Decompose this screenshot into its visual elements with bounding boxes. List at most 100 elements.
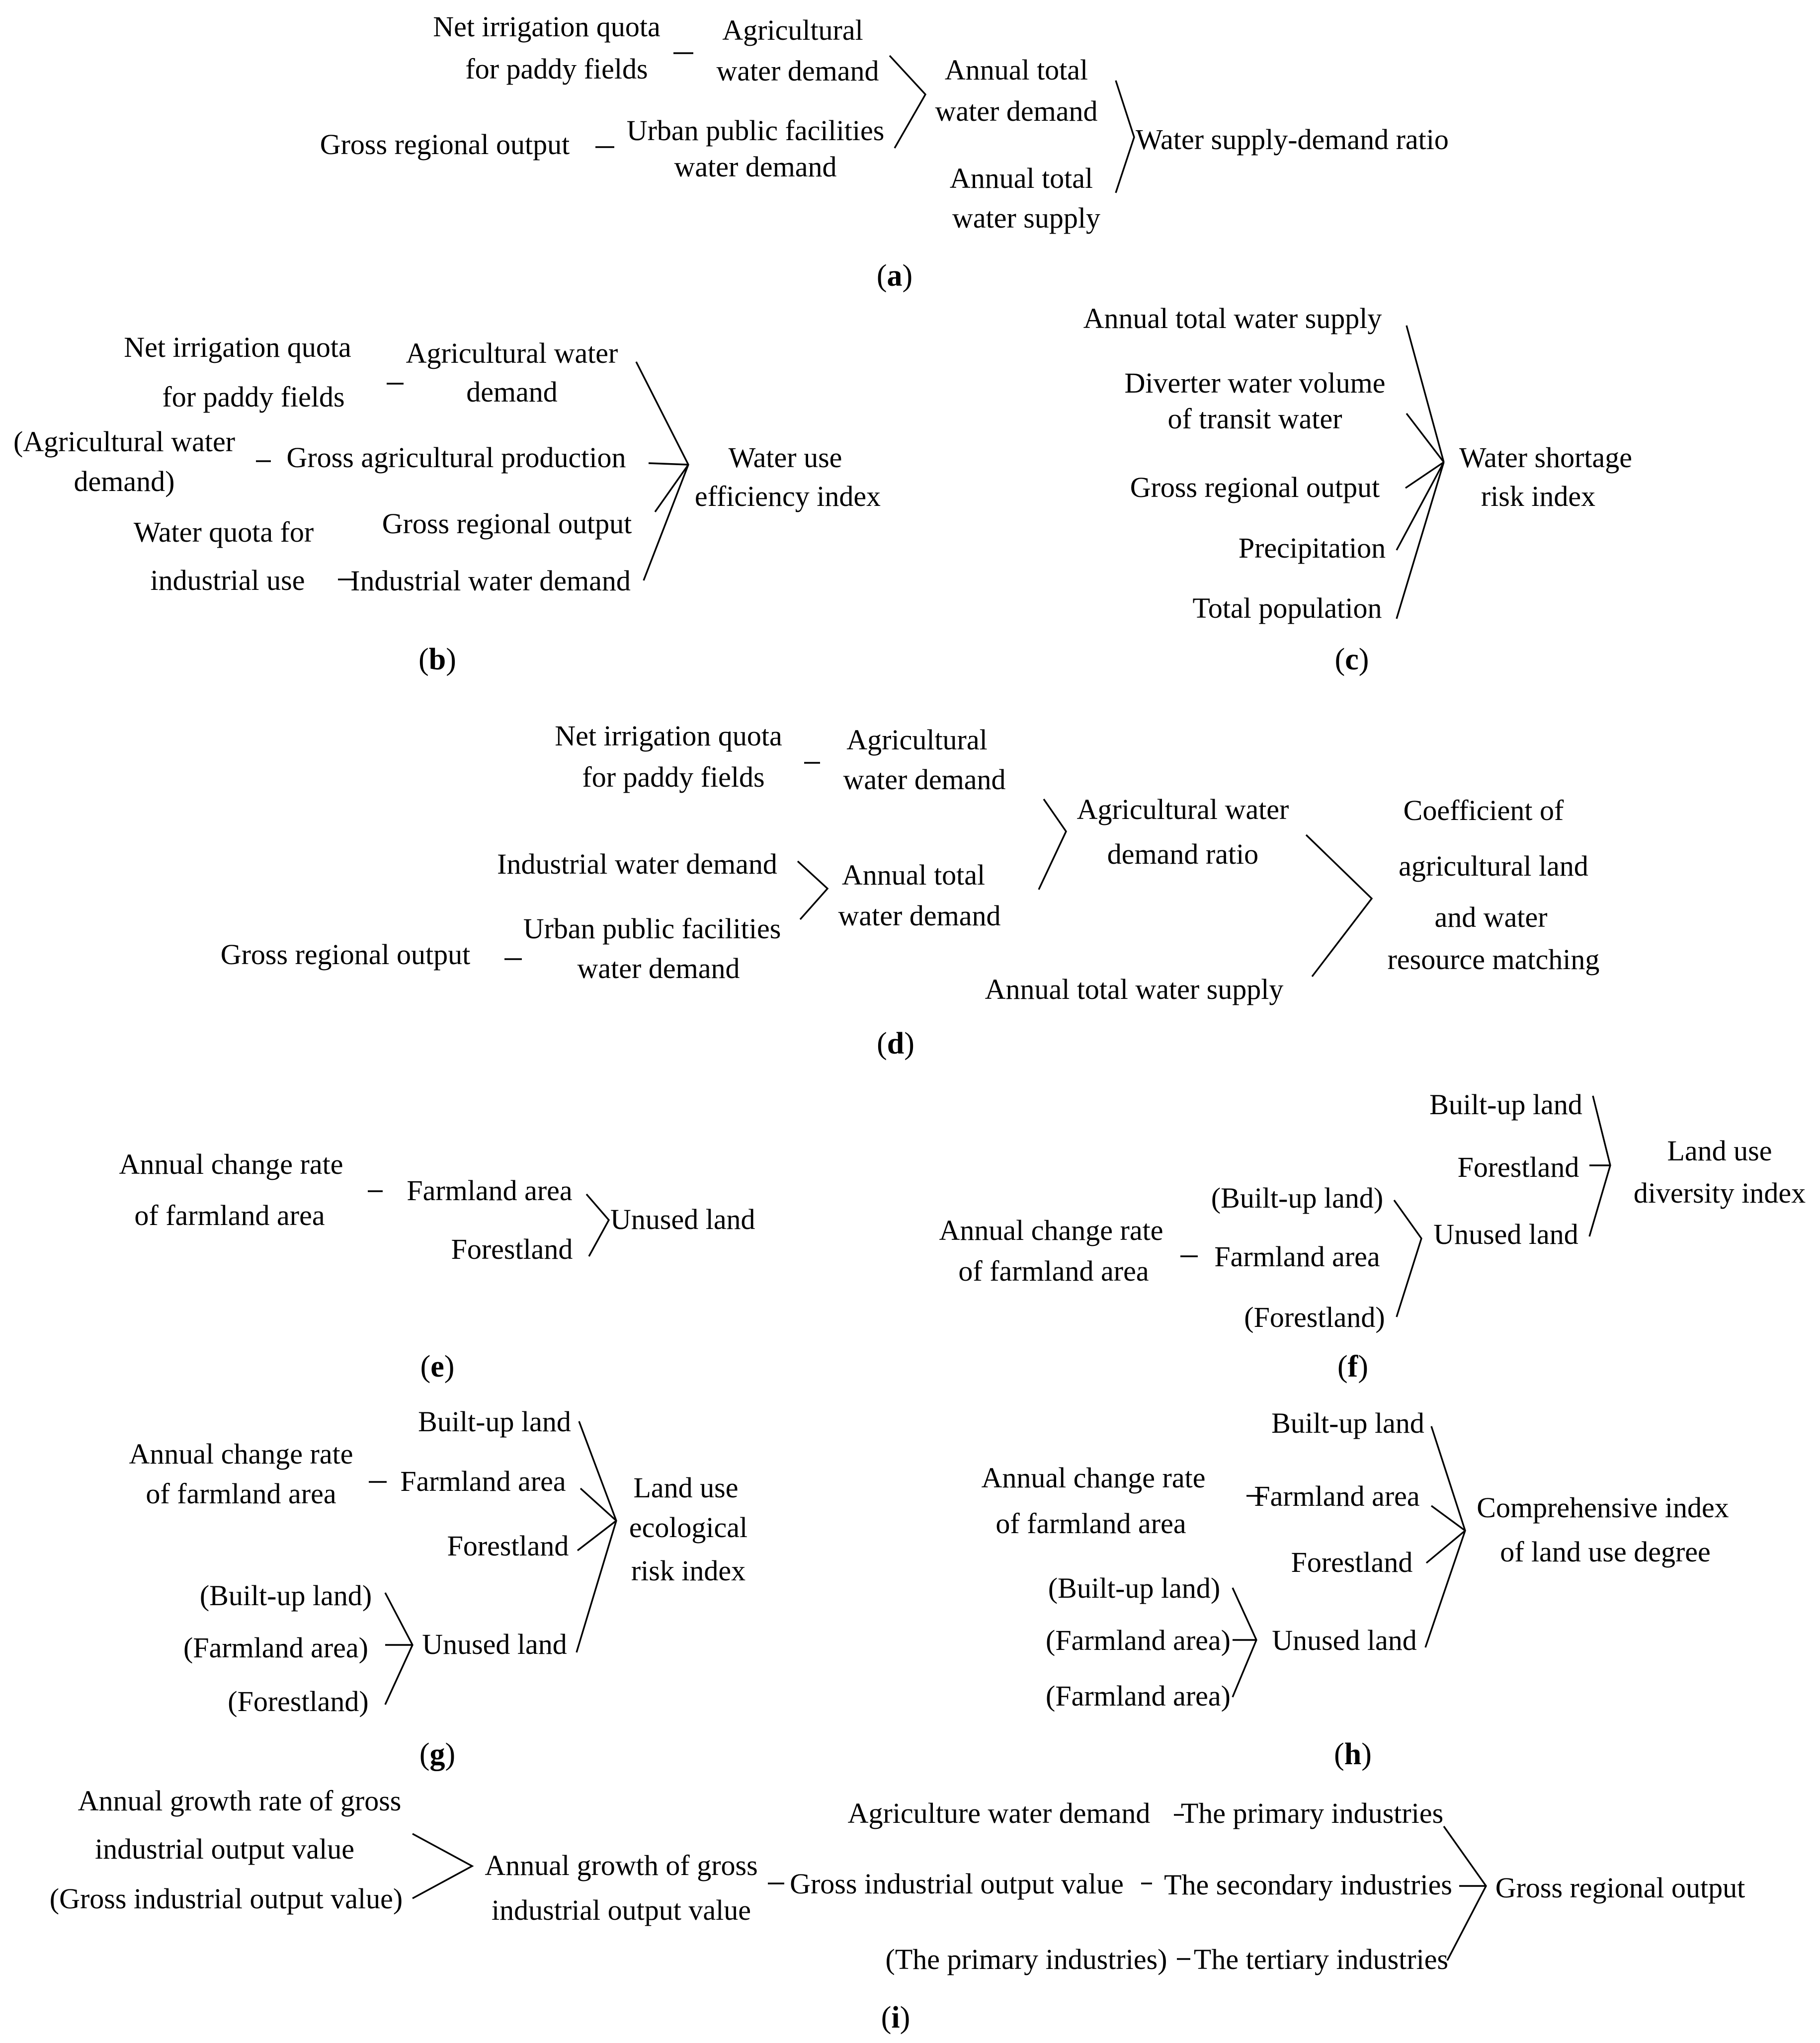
node-farmland-area: Farmland area bbox=[1254, 1480, 1419, 1512]
node-farmland-area-ref: (Farmland area) bbox=[1046, 1624, 1231, 1656]
panel-label-f: (f) bbox=[1337, 1350, 1368, 1384]
node-annual-total-water-supply: Annual total bbox=[950, 162, 1093, 194]
node-net-irrigation-quota: for paddy fields bbox=[465, 53, 648, 85]
node-unused-land: Unused land bbox=[610, 1203, 755, 1235]
node-net-irrigation-quota: Net irrigation quota bbox=[124, 331, 351, 363]
node-net-irrigation-quota: for paddy fields bbox=[582, 761, 764, 793]
node-farmland-area: Farmland area bbox=[407, 1174, 572, 1207]
node-tertiary-industries: The tertiary industries bbox=[1194, 1943, 1448, 1975]
panel-f-links bbox=[1180, 1095, 1611, 1317]
panel-d-links bbox=[504, 762, 1373, 978]
node-agricultural-water-demand-ref: (Agricultural water bbox=[13, 425, 235, 458]
panel-a: Net irrigation quota for paddy fields Ag… bbox=[320, 10, 1449, 293]
node-gross-agricultural-production: Gross agricultural production bbox=[287, 441, 626, 474]
panel-e: Annual change rate of farmland area Farm… bbox=[119, 1148, 755, 1384]
panel-c: Annual total water supply Diverter water… bbox=[1083, 302, 1632, 676]
node-total-population: Total population bbox=[1193, 592, 1382, 624]
node-agricultural-water-demand-ratio: Agricultural water bbox=[1077, 793, 1289, 825]
node-farmland-area: Farmland area bbox=[400, 1465, 566, 1497]
node-forestland: Forestland bbox=[1291, 1546, 1413, 1578]
node-gross-regional-output: Gross regional output bbox=[1130, 471, 1380, 503]
node-forestland: Forestland bbox=[1458, 1151, 1579, 1183]
node-annual-total-water-demand: water demand bbox=[838, 899, 1001, 932]
node-secondary-industries: The secondary industries bbox=[1164, 1869, 1452, 1901]
node-annual-change-rate-farmland: Annual change rate bbox=[119, 1148, 343, 1180]
node-agricultural-water-demand-ratio: demand ratio bbox=[1107, 838, 1258, 870]
node-diverter-water-volume: Diverter water volume bbox=[1124, 367, 1385, 399]
panel-label-b: (b) bbox=[418, 643, 456, 676]
node-net-irrigation-quota: for paddy fields bbox=[162, 381, 344, 413]
node-agricultural-water-demand: demand bbox=[466, 376, 558, 408]
panel-label-h: (h) bbox=[1334, 1737, 1372, 1771]
node-coefficient-land-water-matching: and water bbox=[1434, 901, 1547, 933]
node-annual-growth-rate-giov: Annual growth rate of gross bbox=[78, 1785, 402, 1817]
node-industrial-water-demand: Industrial water demand bbox=[350, 565, 631, 597]
panel-i-links bbox=[412, 1814, 1487, 1961]
node-annual-change-rate-farmland: of farmland area bbox=[995, 1507, 1186, 1540]
node-industrial-water-demand: Industrial water demand bbox=[497, 848, 777, 880]
node-net-irrigation-quota: Net irrigation quota bbox=[555, 720, 782, 752]
node-primary-industries: The primary industries bbox=[1181, 1797, 1443, 1829]
node-built-up-land-ref: (Built-up land) bbox=[1048, 1572, 1220, 1604]
node-urban-public-facilities-water-demand: Urban public facilities bbox=[523, 912, 781, 945]
node-comprehensive-index-land-use-degree: Comprehensive index bbox=[1477, 1491, 1729, 1524]
node-urban-public-facilities-water-demand: water demand bbox=[674, 151, 837, 183]
node-water-supply-demand-ratio: Water supply-demand ratio bbox=[1136, 123, 1449, 156]
node-agricultural-water-demand: Agricultural bbox=[722, 14, 863, 46]
panel-g-links bbox=[369, 1421, 617, 1705]
node-agricultural-water-demand: Agricultural bbox=[846, 724, 987, 756]
node-built-up-land: Built-up land bbox=[1429, 1088, 1582, 1121]
node-gross-regional-output: Gross regional output bbox=[320, 128, 570, 161]
node-annual-total-water-demand: Annual total bbox=[945, 54, 1088, 86]
node-annual-total-water-demand: water demand bbox=[935, 95, 1098, 127]
panel-b: Net irrigation quota for paddy fields Ag… bbox=[13, 331, 881, 676]
panel-a-links bbox=[595, 52, 1135, 193]
panel-e-links bbox=[368, 1190, 610, 1257]
node-land-use-ecological-risk-index: ecological bbox=[629, 1511, 747, 1544]
node-coefficient-land-water-matching: resource matching bbox=[1388, 943, 1600, 976]
node-land-use-ecological-risk-index: risk index bbox=[631, 1554, 745, 1587]
node-water-use-efficiency-index: efficiency index bbox=[695, 480, 881, 512]
panel-h: Built-up land Annual change rate of farm… bbox=[982, 1407, 1729, 1771]
panel-c-links bbox=[1396, 325, 1445, 619]
node-gross-regional-output: Gross regional output bbox=[382, 507, 632, 540]
node-comprehensive-index-land-use-degree: of land use degree bbox=[1500, 1536, 1711, 1568]
node-land-use-ecological-risk-index: Land use bbox=[634, 1471, 739, 1504]
node-coefficient-land-water-matching: Coefficient of bbox=[1404, 794, 1564, 826]
node-annual-change-rate-farmland: of farmland area bbox=[958, 1255, 1149, 1287]
panel-label-a: (a) bbox=[877, 259, 912, 293]
node-agricultural-water-demand: Agricultural water bbox=[406, 337, 618, 369]
node-gross-industrial-output-value: Gross industrial output value bbox=[790, 1868, 1124, 1900]
node-annual-growth-giov: industrial output value bbox=[492, 1894, 751, 1926]
node-diverter-water-volume: of transit water bbox=[1167, 403, 1342, 435]
node-built-up-land-ref: (Built-up land) bbox=[200, 1579, 372, 1612]
panel-d: Net irrigation quota for paddy fields Ag… bbox=[221, 720, 1600, 1061]
node-farmland-area-ref: (Farmland area) bbox=[183, 1632, 368, 1664]
node-agricultural-water-demand: water demand bbox=[843, 763, 1006, 796]
node-farmland-area: Farmland area bbox=[1214, 1240, 1380, 1273]
node-built-up-land: Built-up land bbox=[1271, 1407, 1424, 1439]
node-gross-industrial-output-value-ref: (Gross industrial output value) bbox=[50, 1882, 403, 1915]
node-annual-total-water-supply: Annual total water supply bbox=[985, 973, 1284, 1005]
node-land-use-diversity-index: diversity index bbox=[1634, 1177, 1806, 1209]
node-water-use-efficiency-index: Water use bbox=[729, 441, 842, 474]
panel-label-e: (e) bbox=[420, 1350, 455, 1384]
node-water-shortage-risk-index: Water shortage bbox=[1459, 441, 1632, 474]
panel-label-g: (g) bbox=[419, 1737, 455, 1771]
panel-label-i: (i) bbox=[881, 2001, 910, 2035]
panel-b-links bbox=[256, 361, 689, 581]
node-annual-change-rate-farmland: Annual change rate bbox=[982, 1462, 1206, 1494]
node-unused-land: Unused land bbox=[422, 1628, 567, 1660]
node-built-up-land: Built-up land bbox=[418, 1405, 571, 1438]
node-forestland: Forestland bbox=[451, 1233, 573, 1265]
node-land-use-diversity-index: Land use bbox=[1667, 1135, 1772, 1167]
node-primary-industries-ref: (The primary industries) bbox=[886, 1943, 1167, 1975]
node-water-quota-industrial-use: industrial use bbox=[151, 564, 305, 596]
node-water-shortage-risk-index: risk index bbox=[1481, 480, 1595, 512]
node-net-irrigation-quota: Net irrigation quota bbox=[433, 10, 660, 43]
node-annual-growth-rate-giov: industrial output value bbox=[95, 1833, 354, 1865]
panel-label-d: (d) bbox=[877, 1027, 914, 1061]
node-annual-total-water-supply: Annual total water supply bbox=[1083, 302, 1382, 334]
node-annual-total-water-demand: Annual total bbox=[842, 859, 985, 891]
node-annual-change-rate-farmland: Annual change rate bbox=[939, 1214, 1163, 1246]
